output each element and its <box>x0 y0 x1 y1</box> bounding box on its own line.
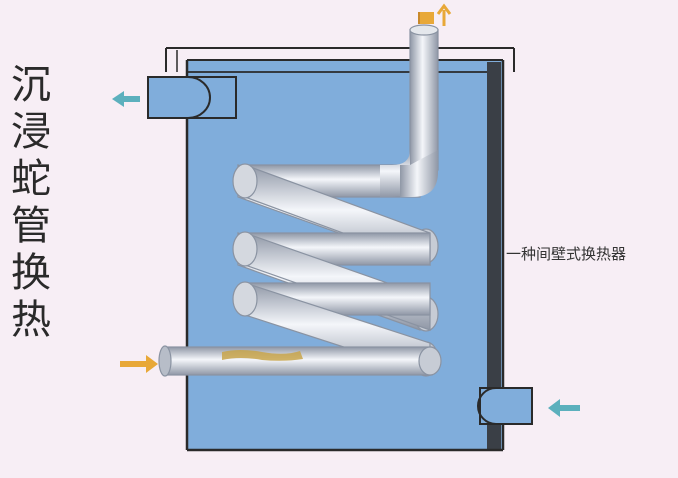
diagram-title-vertical: 沉 浸 蛇 管 换 热 <box>6 62 56 344</box>
arrow-up-icon <box>418 3 452 26</box>
hot-fluid-outlet-pipe <box>380 24 439 197</box>
cold-fluid-inlet-box <box>477 387 533 425</box>
title-char: 蛇 <box>11 156 51 202</box>
title-char: 管 <box>11 203 51 249</box>
title-char: 浸 <box>11 109 51 155</box>
coil-front-caps <box>232 163 258 317</box>
arrow-left-icon <box>112 91 140 107</box>
cold-fluid-outlet-box <box>147 76 237 119</box>
title-char: 热 <box>11 297 51 343</box>
tank-lid <box>165 47 515 72</box>
title-char: 换 <box>11 250 51 296</box>
title-char: 沉 <box>11 62 51 108</box>
arrow-right-icon <box>120 355 158 373</box>
side-label: 一种间壁式换热器 <box>506 245 627 263</box>
hot-fluid-inlet-pipe <box>158 345 442 377</box>
arrow-left-icon <box>548 399 580 417</box>
